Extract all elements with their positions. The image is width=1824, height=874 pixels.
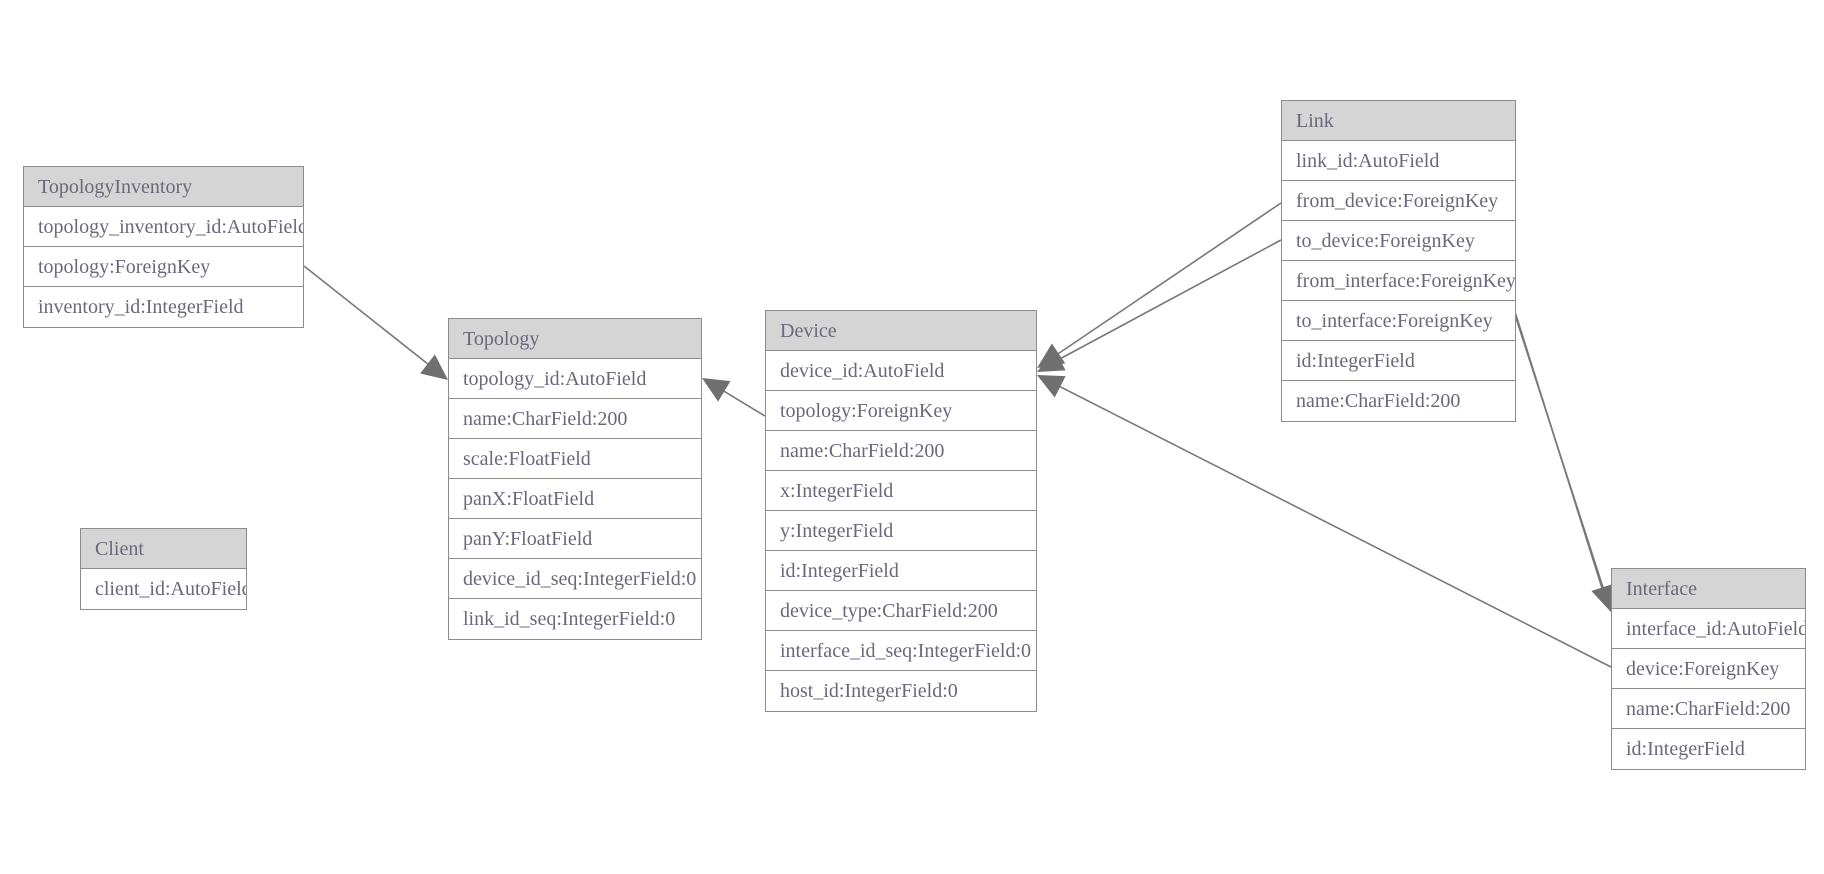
- entity-field-row: from_interface:ForeignKey: [1282, 261, 1515, 301]
- relation-line: [1042, 202, 1282, 365]
- entity-title-link: Link: [1282, 101, 1515, 141]
- entity-field-row: link_id:AutoField: [1282, 141, 1515, 181]
- entity-field-row: scale:FloatField: [449, 439, 701, 479]
- entity-field-row: to_device:ForeignKey: [1282, 221, 1515, 261]
- entity-title-client: Client: [81, 529, 246, 569]
- entity-title-interface: Interface: [1612, 569, 1805, 609]
- relation-link-from-device: [1037, 202, 1282, 368]
- entity-field-row: device:ForeignKey: [1612, 649, 1805, 689]
- entity-field-row: host_id:IntegerField:0: [766, 671, 1036, 711]
- entity-field-row: x:IntegerField: [766, 471, 1036, 511]
- relation-link-from-interface: [1504, 279, 1615, 612]
- entity-field-row: name:CharField:200: [449, 399, 701, 439]
- entity-title-device: Device: [766, 311, 1036, 351]
- entity-field-row: link_id_seq:IntegerField:0: [449, 599, 701, 639]
- entity-field-row: name:CharField:200: [1612, 689, 1805, 729]
- entity-field-row: device_id_seq:IntegerField:0: [449, 559, 701, 599]
- entity-field-row: y:IntegerField: [766, 511, 1036, 551]
- entity-field-row: panY:FloatField: [449, 519, 701, 559]
- entity-field-row: panX:FloatField: [449, 479, 701, 519]
- entity-field-row: name:CharField:200: [1282, 381, 1515, 421]
- entity-field-row: device_id:AutoField: [766, 351, 1036, 391]
- relation-line: [1504, 279, 1608, 605]
- relation-device-topology: [702, 378, 766, 417]
- entity-field-row: id:IntegerField: [1612, 729, 1805, 769]
- entity-field-row: inventory_id:IntegerField: [24, 287, 303, 327]
- entity-field-row: to_interface:ForeignKey: [1282, 301, 1515, 341]
- entity-field-row: topology:ForeignKey: [24, 247, 303, 287]
- relation-line: [303, 265, 444, 377]
- entity-field-row: client_id:AutoField: [81, 569, 246, 609]
- relation-topologyinventory-topology: [303, 265, 448, 380]
- entity-field-row: interface_id:AutoField: [1612, 609, 1805, 649]
- relation-line: [1042, 239, 1282, 369]
- entity-field-row: interface_id_seq:IntegerField:0: [766, 631, 1036, 671]
- relation-link-to-device: [1037, 239, 1282, 372]
- entity-field-row: name:CharField:200: [766, 431, 1036, 471]
- entity-field-row: topology_inventory_id:AutoField: [24, 207, 303, 247]
- entity-field-row: from_device:ForeignKey: [1282, 181, 1515, 221]
- relation-link-to-interface: [1515, 317, 1615, 612]
- entity-field-row: topology:ForeignKey: [766, 391, 1036, 431]
- entity-field-row: topology_id:AutoField: [449, 359, 701, 399]
- entity-field-row: id:IntegerField: [1282, 341, 1515, 381]
- entity-field-row: device_type:CharField:200: [766, 591, 1036, 631]
- entity-title-topology: Topology: [449, 319, 701, 359]
- entity-title-topology_inventory: TopologyInventory: [24, 167, 303, 207]
- relation-line: [706, 380, 766, 417]
- entity-field-row: id:IntegerField: [766, 551, 1036, 591]
- relation-line: [1515, 317, 1610, 607]
